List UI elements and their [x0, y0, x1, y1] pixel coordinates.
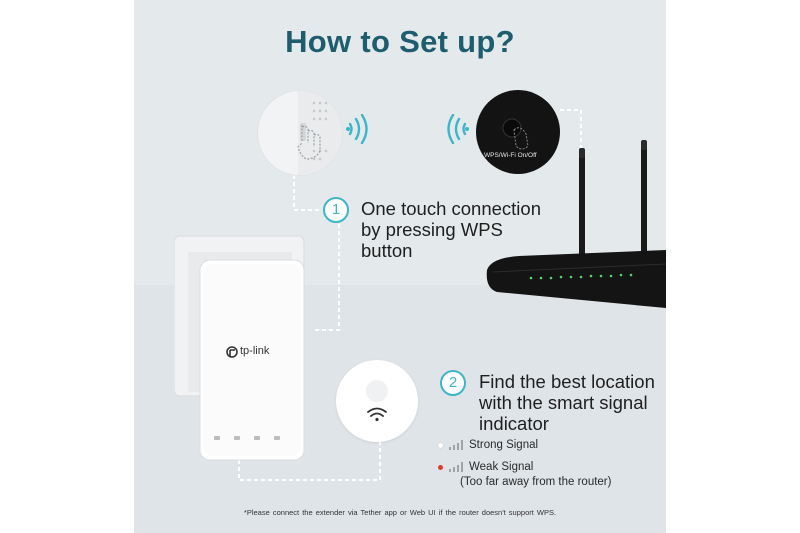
- legend-strong-signal: Strong Signal: [438, 439, 538, 451]
- indicator-light: [366, 380, 388, 402]
- weak-signal-dot: [438, 464, 443, 470]
- hand-press-icon: [297, 125, 321, 160]
- wifi-signal-icon: [447, 114, 469, 144]
- router-illustration: [486, 140, 666, 308]
- extender-device: [174, 235, 305, 461]
- router-button-illustration: [502, 118, 529, 150]
- brand-logo-text: tp-link: [240, 345, 270, 357]
- step-1-line: by pressing WPS: [361, 219, 503, 240]
- legend-weak-label: Weak Signal: [469, 461, 534, 473]
- signal-indicator-zoom: [336, 360, 418, 442]
- strong-signal-dot: [438, 442, 443, 448]
- step-1-text: One touch connection by pressing WPS but…: [361, 198, 541, 261]
- legend-weak-sub: (Too far away from the router): [460, 476, 612, 488]
- signal-bars-icon: [449, 440, 463, 450]
- step-2-line: with the smart signal: [479, 392, 648, 413]
- step-2-badge: 2: [440, 370, 466, 396]
- signal-bars-icon: [449, 462, 463, 472]
- step-2-text: Find the best location with the smart si…: [479, 371, 655, 434]
- step-1-line: button: [361, 240, 413, 261]
- page-title: How to Set up?: [285, 24, 515, 59]
- step-1-line: One touch connection: [361, 198, 541, 219]
- router-wps-zoom: [476, 90, 560, 174]
- tp-link-logo-icon: [226, 346, 238, 358]
- extender-wps-zoom: [257, 90, 343, 176]
- wifi-indicator-icon: [367, 407, 387, 422]
- legend-weak-signal: Weak Signal: [438, 461, 533, 473]
- footnote: *Please connect the extender via Tether …: [243, 508, 557, 517]
- step-2-line: Find the best location: [479, 371, 655, 392]
- wps-button-label: WPS/Wi-Fi On/Off: [484, 152, 537, 159]
- step-1-badge: 1: [323, 197, 349, 223]
- step-2-line: indicator: [479, 413, 549, 434]
- setup-infographic: How to Set up?: [134, 0, 666, 533]
- wifi-signal-icon: [346, 114, 368, 144]
- legend-strong-label: Strong Signal: [469, 439, 539, 451]
